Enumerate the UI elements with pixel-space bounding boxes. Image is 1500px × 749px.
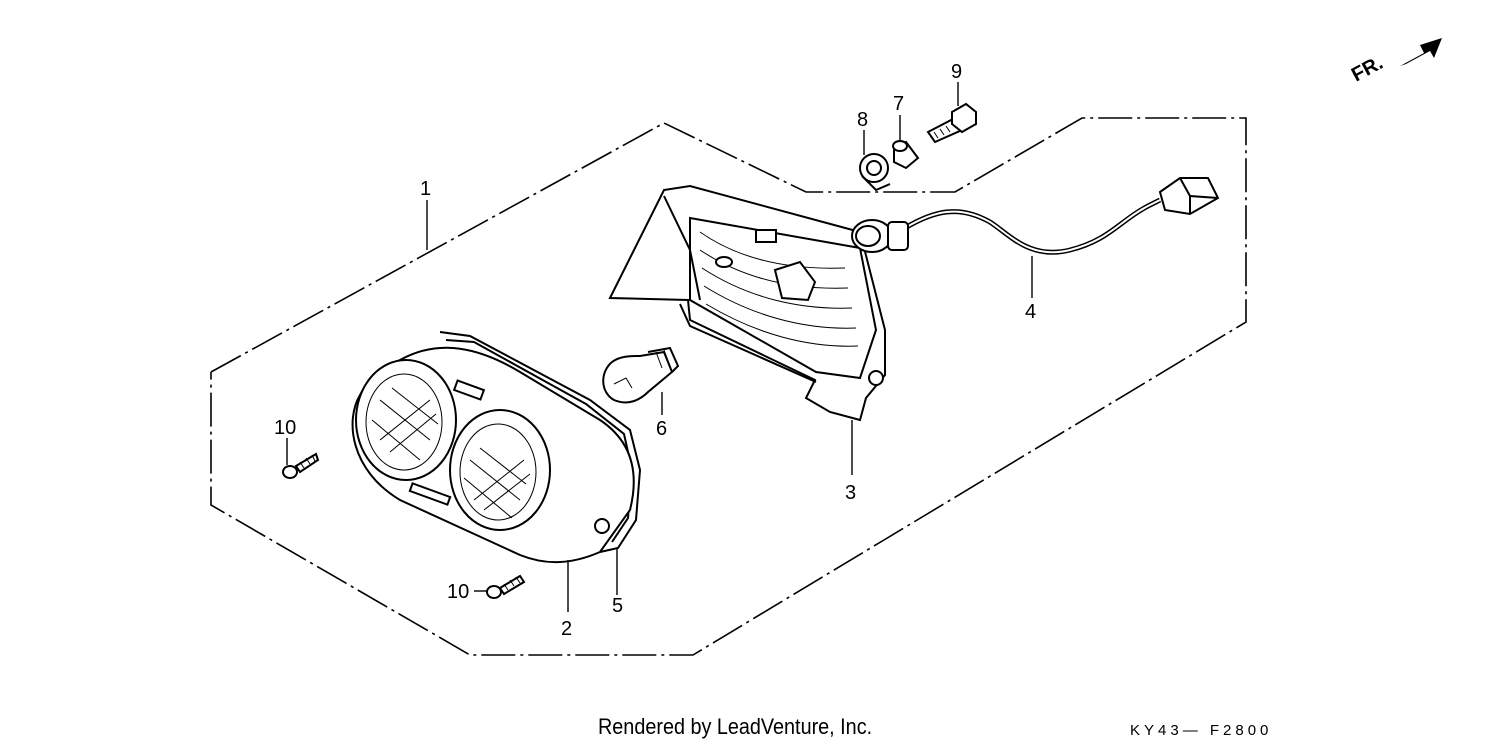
bulb <box>602 346 680 404</box>
diagram-code: KY43— F2800 <box>1130 722 1273 739</box>
footer-credit: Rendered by LeadVenture, Inc. <box>598 714 873 739</box>
direction-label: FR. <box>1348 52 1387 87</box>
callout-1: 1 <box>420 178 431 200</box>
assembly-boundary <box>210 117 1247 656</box>
callout-8: 8 <box>857 109 868 131</box>
callout-9: 9 <box>951 61 962 83</box>
tail-lens <box>351 346 635 564</box>
lamp-housing <box>608 184 886 422</box>
forward-arrow-icon <box>1400 38 1442 66</box>
bolt <box>926 102 977 144</box>
gasket <box>439 331 642 553</box>
callout-6: 6 <box>656 418 667 440</box>
grommet <box>859 153 891 192</box>
wire-harness <box>851 177 1220 255</box>
callout-10-upper: 10 <box>274 417 296 439</box>
screw-lower <box>486 574 526 599</box>
callout-2: 2 <box>561 618 572 640</box>
screw-upper <box>282 452 320 479</box>
callout-5: 5 <box>612 595 623 617</box>
callout-7: 7 <box>893 93 904 115</box>
callout-4: 4 <box>1025 301 1036 323</box>
direction-indicator: FR. <box>1348 38 1442 86</box>
callout-10-lower: 10 <box>447 581 469 603</box>
collar <box>892 140 920 170</box>
callout-3: 3 <box>845 482 856 504</box>
